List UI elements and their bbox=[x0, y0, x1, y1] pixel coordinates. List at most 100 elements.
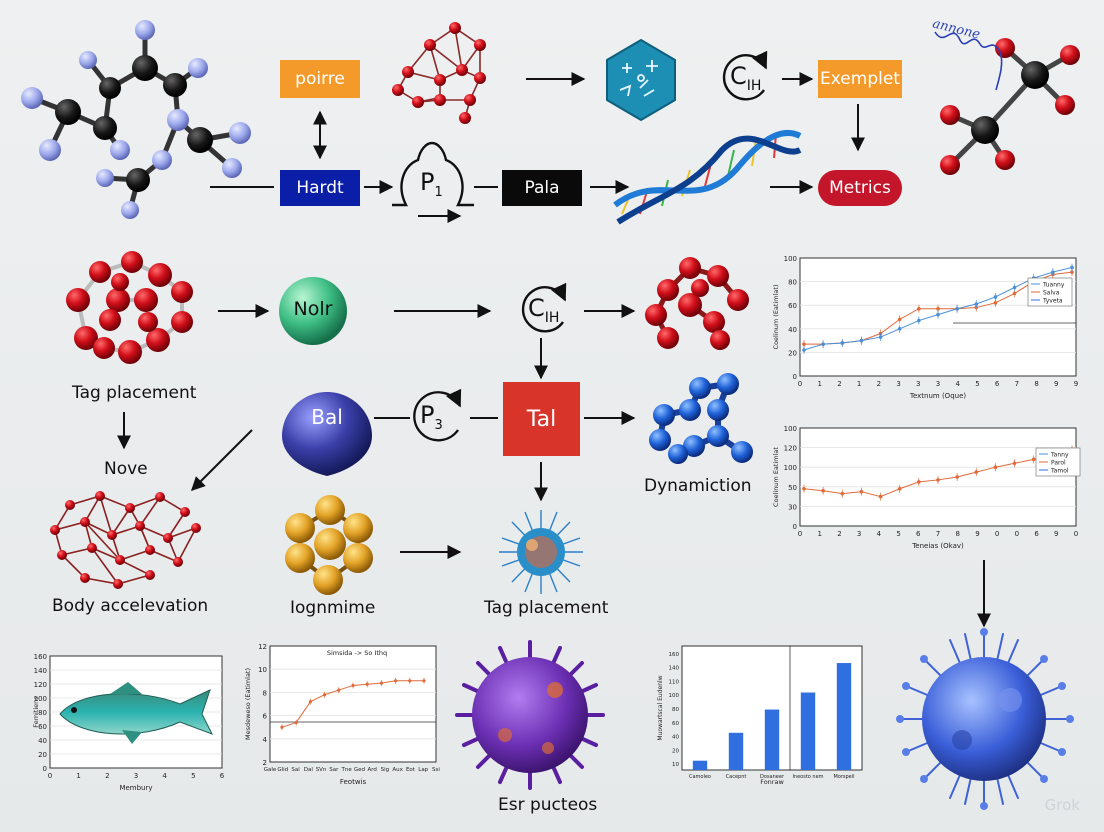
y-tick-label: 110 bbox=[669, 679, 680, 685]
data-point bbox=[1012, 285, 1017, 290]
x-tick-label: 6 bbox=[916, 530, 921, 538]
x-tick-label: Tne bbox=[340, 767, 352, 773]
x-tick-label: 3 bbox=[134, 772, 138, 780]
plot-area bbox=[269, 645, 437, 763]
y-tick-label: 80 bbox=[672, 707, 679, 713]
x-tick-label: 1 bbox=[76, 772, 80, 780]
data-point bbox=[936, 478, 940, 482]
dna-helix-icon bbox=[613, 129, 802, 225]
data-point bbox=[1070, 265, 1074, 270]
y-tick-label: 140 bbox=[669, 666, 680, 672]
data-point bbox=[323, 693, 327, 697]
data-point bbox=[280, 725, 284, 729]
y-tick-label: 100 bbox=[784, 464, 797, 472]
molecule-gold-cluster bbox=[285, 495, 373, 595]
x-tick-label: Glid bbox=[277, 767, 288, 773]
y-tick-label: 160 bbox=[34, 653, 47, 661]
x-axis-label: Feotwis bbox=[340, 778, 367, 786]
y-tick-label: 30 bbox=[788, 503, 797, 511]
x-tick-label: Dal bbox=[304, 767, 314, 773]
virus-small-icon bbox=[499, 510, 583, 594]
virus-purple-icon bbox=[455, 640, 605, 790]
data-point bbox=[821, 342, 825, 346]
y-axis-label: Muowartscal Eudenlw bbox=[657, 675, 664, 740]
y-tick-label: 60 bbox=[788, 302, 797, 310]
y-tick-label: 100 bbox=[34, 695, 47, 703]
data-point bbox=[394, 679, 398, 683]
x-tick-label: Sal bbox=[291, 767, 300, 773]
x-tick-label: 1 bbox=[857, 380, 861, 388]
y-tick-label: 40 bbox=[672, 735, 679, 741]
dynamiction-label: Dynamiction bbox=[644, 476, 752, 496]
x-axis-label: Textnum (Oque) bbox=[909, 392, 967, 400]
data-point bbox=[993, 295, 998, 299]
virus-blue-large-icon bbox=[896, 628, 1074, 810]
bar bbox=[836, 663, 852, 770]
x-axis-label: Teneias (Okav) bbox=[911, 542, 964, 550]
y-tick-label: 0 bbox=[793, 523, 797, 531]
fish-fin bbox=[110, 682, 142, 694]
x-tick-label: 9 bbox=[1054, 380, 1058, 388]
data-point bbox=[917, 318, 921, 323]
data-point bbox=[936, 306, 940, 311]
x-tick-label: 4 bbox=[877, 530, 882, 538]
data-point bbox=[802, 342, 806, 346]
cih-cycle-icon-mid bbox=[521, 282, 567, 333]
y-tick-label: 160 bbox=[669, 652, 680, 658]
p1-label: P1 bbox=[420, 168, 443, 200]
y-tick-label: 8 bbox=[263, 689, 267, 697]
y-tick-label: 20 bbox=[38, 751, 47, 759]
y-tick-label: 10 bbox=[672, 762, 679, 768]
data-point bbox=[408, 679, 412, 683]
data-point bbox=[878, 335, 883, 339]
y-tick-label: 140 bbox=[34, 667, 47, 675]
x-tick-label: Ssi bbox=[432, 767, 440, 773]
x-tick-label: 2 bbox=[837, 380, 841, 388]
y-tick-label: 50 bbox=[788, 484, 797, 492]
box-hardt: Hardt bbox=[280, 170, 360, 206]
bar bbox=[692, 760, 708, 770]
y-tick-label: 20 bbox=[672, 748, 679, 754]
flow-arrows bbox=[117, 72, 991, 628]
y-tick-label: 100 bbox=[669, 693, 680, 699]
data-point bbox=[917, 480, 921, 484]
y-tick-label: 0 bbox=[43, 765, 47, 773]
fish-body bbox=[59, 689, 214, 735]
x-tick-label: 0 bbox=[798, 380, 802, 388]
legend-label: Tuanny bbox=[1042, 282, 1065, 289]
legend-label: Tanny bbox=[1050, 452, 1069, 459]
plot-area bbox=[681, 645, 863, 771]
x-tick-label: 5 bbox=[896, 530, 900, 538]
x-tick-label: Ard bbox=[367, 767, 376, 773]
x-tick-label: 1 bbox=[817, 530, 821, 538]
x-tick-label: Cacepnt bbox=[726, 774, 747, 780]
y-axis-label: Coelinum (Eatimlat) bbox=[772, 285, 780, 350]
y-tick-label: 20 bbox=[788, 349, 797, 357]
data-point bbox=[974, 470, 979, 474]
x-tick-label: 0 bbox=[1015, 530, 1019, 538]
y-axis-label: Femitiens bbox=[32, 696, 40, 728]
y-axis-label: Mesdeweso (Eatimlat) bbox=[244, 668, 252, 740]
x-tick-label: 3 bbox=[896, 380, 900, 388]
data-point bbox=[337, 688, 341, 692]
y-axis-label: Coelinum Eatimlat bbox=[772, 447, 780, 507]
x-tick-label: 0 bbox=[1074, 530, 1078, 538]
esr-pucteos-label: Esr pucteos bbox=[498, 795, 598, 815]
x-tick-label: 6 bbox=[1034, 530, 1039, 538]
x-tick-label: 4 bbox=[162, 772, 167, 780]
data-point bbox=[294, 720, 298, 725]
y-tick-label: 100 bbox=[784, 425, 797, 433]
fish-icon bbox=[59, 682, 214, 744]
data-point bbox=[878, 494, 883, 499]
data-point bbox=[993, 465, 998, 469]
cih-cycle-icon-top bbox=[722, 50, 768, 101]
molecule-red-cluster-left bbox=[66, 251, 193, 364]
data-point bbox=[1012, 461, 1017, 466]
y-tick-label: 4 bbox=[263, 736, 268, 744]
y-tick-label: 80 bbox=[788, 279, 797, 287]
fish-fin bbox=[122, 730, 142, 744]
